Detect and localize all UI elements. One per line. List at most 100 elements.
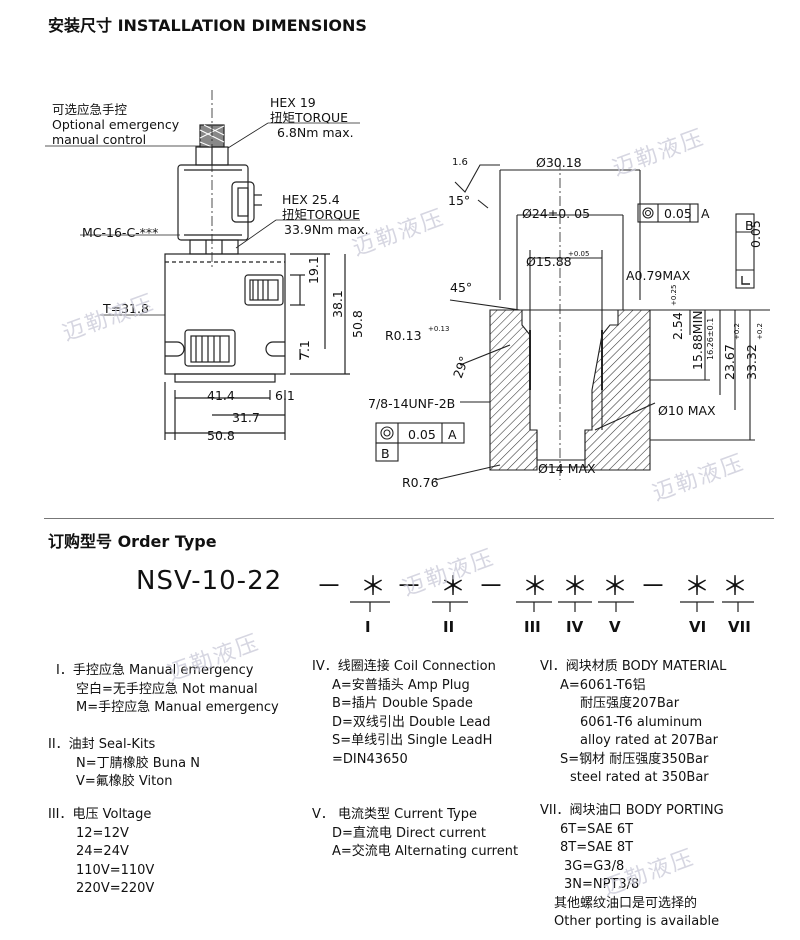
radius-0-76: R0.76 xyxy=(402,475,439,490)
code-star-2: ＊ xyxy=(440,572,468,602)
option-group-body-porting: VII．阀块油口 BODY PORTING 6T=SAE 6T 8T=SAE 8… xyxy=(540,802,724,932)
roman-3: III xyxy=(524,618,541,636)
dim-dia-14-max: Ø14 MAX xyxy=(538,461,596,476)
a-0-79-max: A0.79MAX xyxy=(626,268,691,283)
hex19-label: HEX 19 xyxy=(270,95,316,110)
datum-b-bottom: B xyxy=(381,446,390,461)
code-dash: － xyxy=(396,572,424,602)
thread-spec: 7/8-14UNF-2B xyxy=(368,396,456,411)
code-star-6: ＊ xyxy=(684,572,712,602)
roman-7: VII xyxy=(728,618,751,636)
dim-15-88-tol: +0.05 xyxy=(568,250,590,258)
option-item: V=氟橡胶 Viton xyxy=(76,774,173,789)
option-item: M=手控应急 Manual emergency xyxy=(76,700,279,715)
dim-15-88-min: 15.88MIN xyxy=(690,310,705,370)
optional-control-en1: Optional emergency xyxy=(52,117,180,132)
radius-0-13: R0.13 xyxy=(385,328,422,343)
dim-23-67-tol: +0.2 xyxy=(733,323,741,340)
code-star-7: ＊ xyxy=(722,572,750,602)
option-item: steel rated at 350Bar xyxy=(570,770,709,785)
dim-dia-10-max: Ø10 MAX xyxy=(658,403,716,418)
dim-7-1: 7.1 xyxy=(297,340,312,360)
option-item: D=直流电 Direct current xyxy=(332,825,486,841)
option-heading: III．电压 Voltage xyxy=(48,807,152,822)
option-item: alloy rated at 207Bar xyxy=(580,733,718,748)
valve-side-drawing xyxy=(45,90,360,440)
option-heading: I．手控应急 Manual emergency xyxy=(56,663,254,678)
option-item: A=安普插头 Amp Plug xyxy=(332,677,470,693)
code-star-1: ＊ xyxy=(360,572,388,602)
dim-2-54: 2.54 xyxy=(670,312,685,340)
option-item: 耐压强度207Bar xyxy=(580,696,680,711)
dim-50-8-vertical: 50.8 xyxy=(350,310,365,338)
option-item: 220V=220V xyxy=(76,881,155,896)
option-item: 其他螺纹油口是可选择的 xyxy=(554,895,698,911)
option-item: B=插片 Double Spade xyxy=(332,696,473,711)
install-title: 安装尺寸 INSTALLATION DIMENSIONS xyxy=(48,16,367,35)
order-code: NSV-10-22 xyxy=(136,566,283,596)
option-group-body-material: VI．阀块材质 BODY MATERIAL A=6061-T6铝 耐压强度207… xyxy=(540,658,726,788)
torque2-cn-label: 扭矩TORQUE xyxy=(282,207,361,222)
t-dimension: T=31.8 xyxy=(103,301,149,316)
dim-23-67: 23.67 xyxy=(722,344,737,380)
option-item: =DIN43650 xyxy=(332,751,408,767)
option-item: 空白=无手控应急 Not manual xyxy=(76,681,258,697)
option-item: 12=12V xyxy=(76,825,129,841)
option-heading: VII．阀块油口 BODY PORTING xyxy=(540,803,724,818)
code-dash: － xyxy=(640,572,668,602)
tol-datum-a: A xyxy=(701,206,710,221)
dim-33-32: 33.32 xyxy=(744,344,759,380)
surface-finish-1-6: 1.6 xyxy=(452,157,468,168)
roman-1: I xyxy=(365,618,371,636)
roman-4: IV xyxy=(566,618,584,636)
order-title: 订购型号 Order Type xyxy=(48,532,217,551)
dim-19-1: 19.1 xyxy=(306,256,321,284)
tol-0-05-c: 0.05 xyxy=(408,427,436,442)
option-item: 8T=SAE 8T xyxy=(560,840,634,855)
code-star-4: ＊ xyxy=(562,572,590,602)
option-heading: IV．线圈连接 Coil Connection xyxy=(312,659,496,674)
dim-dia-15-88: Ø15.88 xyxy=(526,254,572,269)
option-group-manual: I．手控应急 Manual emergency 空白=无手控应急 Not man… xyxy=(56,662,279,718)
torque1-cn-label: 扭矩TORQUE xyxy=(270,110,349,125)
option-group-coil: IV．线圈连接 Coil Connection A=安普插头 Amp Plug … xyxy=(312,658,496,769)
order-code-segments: － ＊ － ＊ － ＊ ＊ ＊ － ＊ ＊ xyxy=(300,566,760,602)
angle-15: 15° xyxy=(448,193,471,208)
roman-2: II xyxy=(443,618,455,636)
option-item: D=双线引出 Double Lead xyxy=(332,714,491,730)
tol-0-05-a: 0.05 xyxy=(664,206,692,221)
torque2-value: 33.9Nm max. xyxy=(284,222,369,237)
dim-2-54-tol: +0.25 xyxy=(670,284,678,306)
option-item: Other porting is available xyxy=(554,914,720,929)
code-dash: － xyxy=(316,572,344,602)
code-dash: － xyxy=(478,572,506,602)
code-star-5: ＊ xyxy=(602,572,630,602)
option-group-seal: IV．线圈连接 Coil Connection II．油封 Seal-Kits … xyxy=(48,736,200,792)
option-item: A=6061-T6铝 xyxy=(560,677,646,693)
torque1-value: 6.8Nm max. xyxy=(277,125,354,140)
cavity-section-drawing xyxy=(375,160,770,481)
option-item: A=交流电 Alternating current xyxy=(332,844,519,859)
angle-45: 45° xyxy=(450,280,473,295)
tol-datum-a-bottom: A xyxy=(448,427,457,442)
option-group-current: V． 电流类型 Current Type D=直流电 Direct curren… xyxy=(312,806,518,862)
section-divider xyxy=(44,518,774,519)
roman-6: VI xyxy=(689,618,707,636)
dim-50-8-horizontal: 50.8 xyxy=(207,428,235,443)
option-item: 3G=G3/8 xyxy=(564,858,625,874)
optional-control-en2: manual control xyxy=(52,132,147,147)
dim-31-7: 31.7 xyxy=(232,410,260,425)
option-item: 24=24V xyxy=(76,844,129,859)
dim-41-4: 41.4 xyxy=(207,388,235,403)
option-item: 6061-T6 aluminum xyxy=(580,714,703,730)
tol-datum-b: B xyxy=(745,218,754,233)
dim-dia-30-18: Ø30.18 xyxy=(536,155,582,170)
order-code-underlines xyxy=(350,601,754,612)
option-group-voltage: III．电压 Voltage 12=12V 24=24V 110V=110V 2… xyxy=(48,806,154,899)
dim-16-26: 16.26±0.1 xyxy=(706,317,715,360)
option-heading: VI．阀块材质 BODY MATERIAL xyxy=(540,659,727,674)
radius-0-13-tol: +0.13 xyxy=(428,325,450,333)
hex25-label: HEX 25.4 xyxy=(282,192,340,207)
code-star-3: ＊ xyxy=(522,572,550,602)
option-item: 3N=NPT3/8 xyxy=(564,877,640,892)
